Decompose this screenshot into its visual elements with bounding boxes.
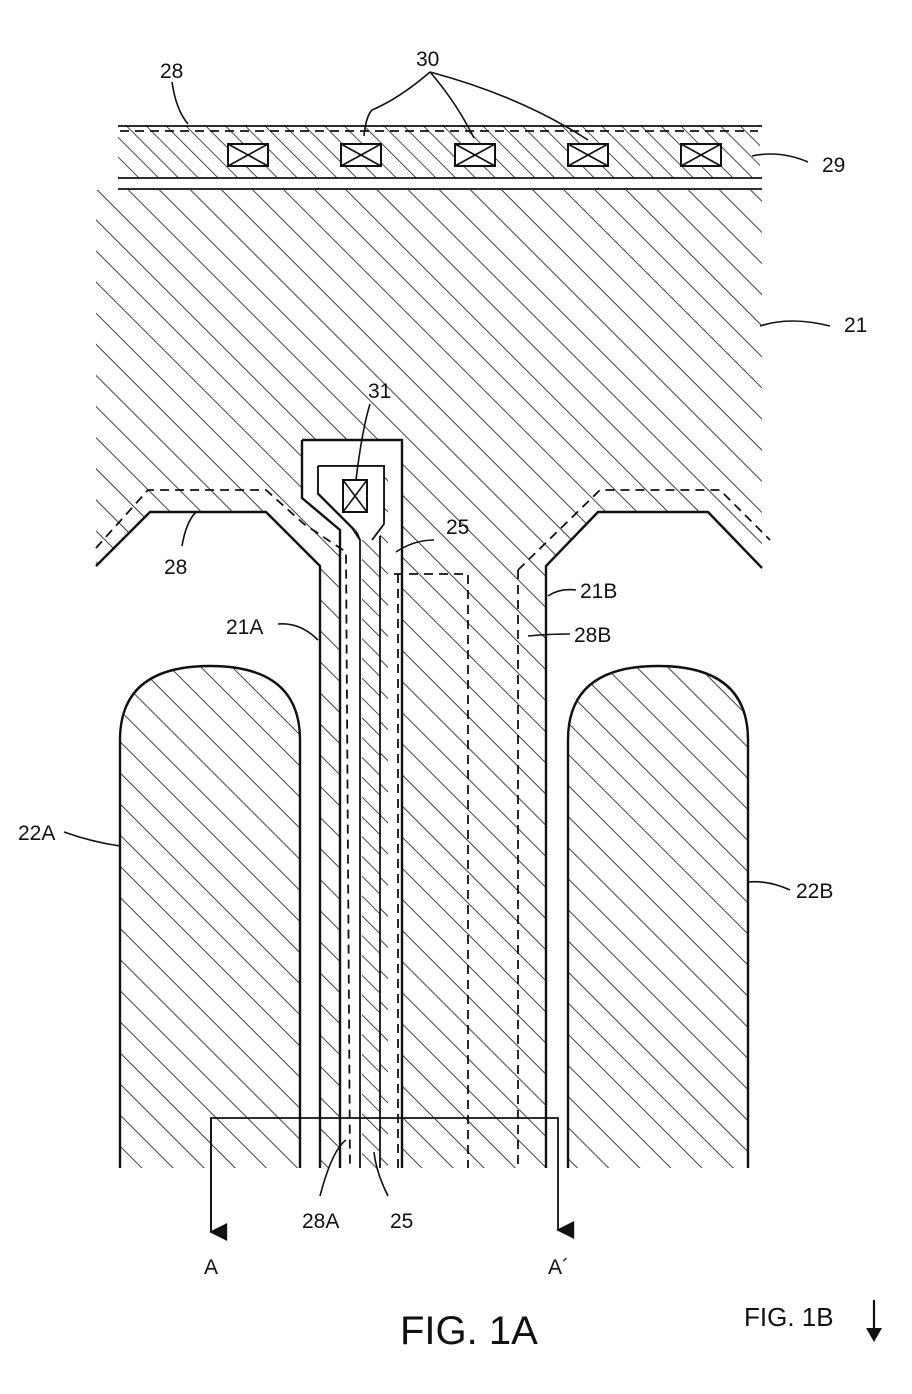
- label-21B: 21B: [580, 580, 617, 603]
- strip-29: [118, 125, 762, 189]
- label-30: 30: [416, 48, 439, 71]
- contact-31: [343, 480, 367, 512]
- continuation-caption: FIG. 1B: [744, 1302, 834, 1332]
- label-21A: 21A: [226, 616, 263, 639]
- label-29: 29: [822, 154, 845, 177]
- label-25-top: 25: [446, 516, 469, 539]
- label-25-bottom: 25: [390, 1210, 413, 1233]
- label-21: 21: [844, 314, 867, 337]
- label-A: A: [204, 1256, 218, 1279]
- label-31: 31: [368, 380, 391, 403]
- label-22A: 22A: [18, 822, 55, 845]
- figure-caption: FIG. 1A: [400, 1309, 538, 1353]
- lobe-22B: [568, 666, 748, 1168]
- label-A-prime: A´: [548, 1256, 569, 1279]
- contact-icon: [568, 144, 608, 166]
- label-22B: 22B: [796, 880, 833, 903]
- label-28-mid: 28: [164, 556, 187, 579]
- contact-icon: [681, 144, 721, 166]
- contact-icon: [341, 144, 381, 166]
- label-28A: 28A: [302, 1210, 339, 1233]
- label-28B: 28B: [574, 624, 611, 647]
- contact-icon: [455, 144, 495, 166]
- down-arrow-icon: [866, 1300, 882, 1342]
- lobe-22A: [120, 666, 300, 1168]
- label-28-top: 28: [160, 60, 183, 83]
- contact-icon: [228, 144, 268, 166]
